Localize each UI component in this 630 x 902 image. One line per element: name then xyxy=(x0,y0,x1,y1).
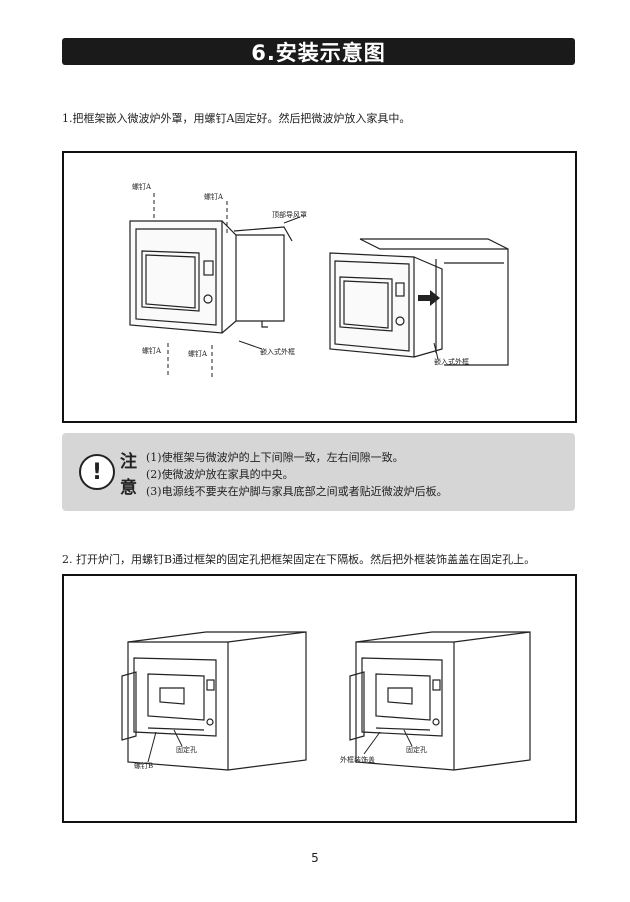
section-title-bar: 6.安装示意图 xyxy=(62,38,575,65)
figure-2-frame: 固定孔 螺钉B 固定孔 外框装饰盖 xyxy=(62,574,577,823)
note-word-2: 意 xyxy=(120,478,137,498)
step-2-text: 2. 打开炉门，用螺钉B通过框架的固定孔把框架固定在下隔板。然后把外框装饰盖盖在… xyxy=(62,553,536,566)
figure-1-frame: 螺钉A 螺钉A 顶部导风罩 螺钉A 螺钉A 嵌入式外框 嵌入式外框 xyxy=(62,151,577,423)
label-screw-a-4: 螺钉A xyxy=(188,349,208,358)
label-top-vent: 顶部导风罩 xyxy=(272,210,307,219)
label-embedded-frame-1: 嵌入式外框 xyxy=(260,347,295,356)
exclamation-icon: ! xyxy=(79,454,115,490)
note-word-1: 注 xyxy=(120,452,137,472)
note-line-3: (3)电源线不要夹在炉脚与家具底部之间或者贴近微波炉后板。 xyxy=(146,485,448,498)
label-fixing-hole-2: 固定孔 xyxy=(406,745,427,754)
step-1-text: 1.把框架嵌入微波炉外罩，用螺钉A固定好。然后把微波炉放入家具中。 xyxy=(62,112,411,125)
figure-1-illustration: 螺钉A 螺钉A 顶部导风罩 螺钉A 螺钉A 嵌入式外框 嵌入式外框 xyxy=(129,182,509,378)
label-embedded-frame-2: 嵌入式外框 xyxy=(434,357,469,366)
label-trim-cover: 外框装饰盖 xyxy=(340,755,375,764)
label-screw-a-3: 螺钉A xyxy=(142,346,162,355)
note-line-1: (1)使框架与微波炉的上下间隙一致，左右间隙一致。 xyxy=(146,451,404,464)
section-title: 6.安装示意图 xyxy=(251,40,386,65)
label-screw-a-1: 螺钉A xyxy=(132,182,152,191)
page-number: 5 xyxy=(311,851,319,865)
note-box: ! 注 意 (1)使框架与微波炉的上下间隙一致，左右间隙一致。 (2)使微波炉放… xyxy=(62,433,575,511)
label-screw-a-2: 螺钉A xyxy=(204,192,224,201)
label-fixing-hole-1: 固定孔 xyxy=(176,745,197,754)
note-line-2: (2)使微波炉放在家具的中央。 xyxy=(146,468,294,481)
label-screw-b: 螺钉B xyxy=(134,761,153,770)
figure-2-illustration: 固定孔 螺钉B 固定孔 外框装饰盖 xyxy=(121,631,531,771)
